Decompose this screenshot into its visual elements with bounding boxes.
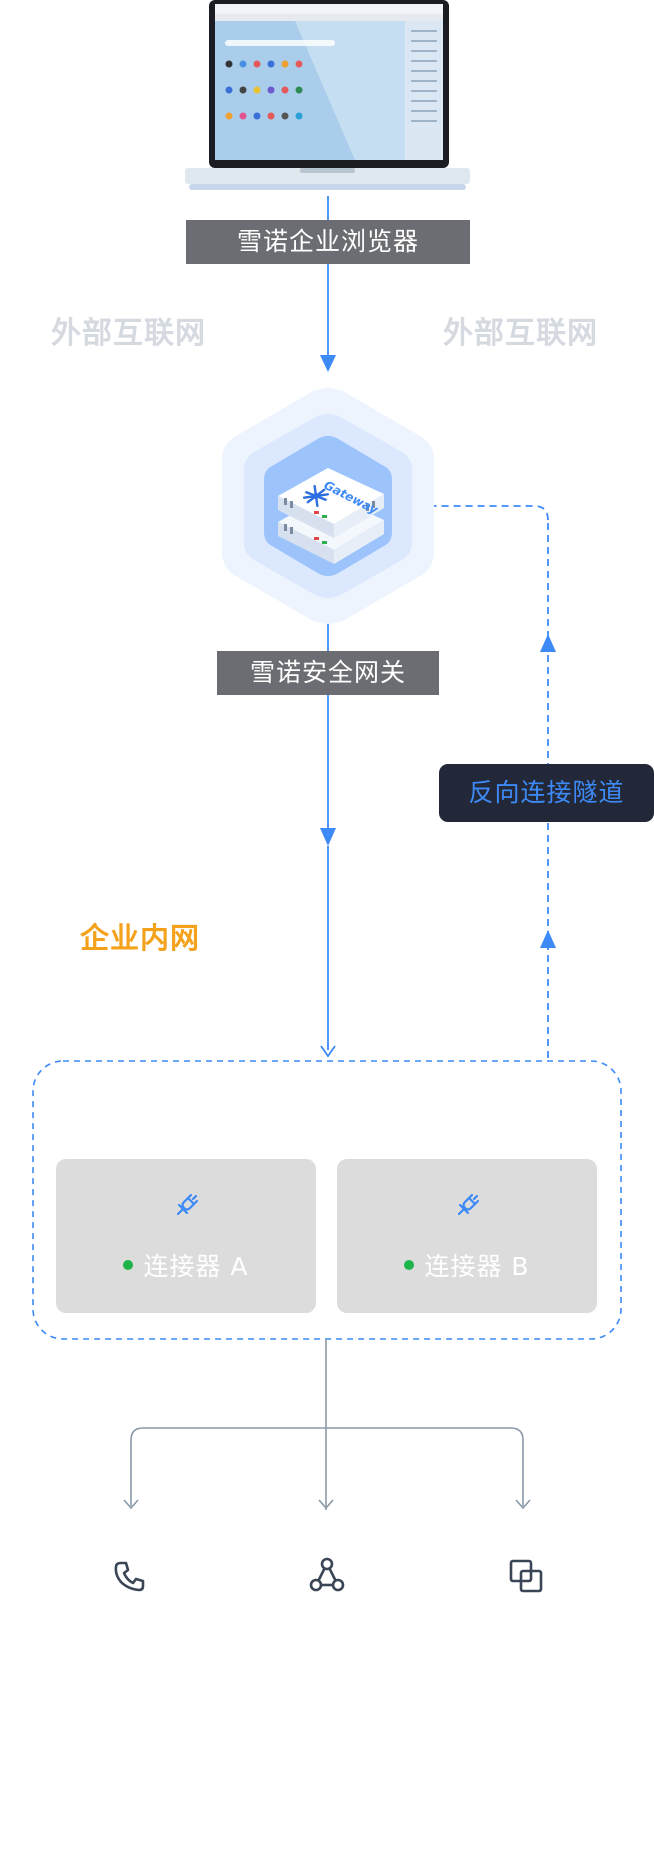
plug-icon: [176, 1193, 199, 1216]
connector-name: 连接器 A: [143, 1252, 249, 1281]
intranet-label: 企业内网: [80, 921, 201, 955]
connector-label: 连接器 A: [56, 1247, 316, 1283]
laptop-image: [185, 0, 470, 196]
internet-label-right: 外部互联网: [443, 316, 598, 351]
gateway-label: 雪诺安全网关: [217, 651, 439, 695]
phone-icon: [114, 1561, 145, 1592]
status-dot: [123, 1260, 134, 1270]
connector-name: 连接器 B: [424, 1252, 530, 1281]
network-nodes-icon: [309, 1557, 345, 1592]
status-dot: [404, 1260, 415, 1270]
internet-label-left: 外部互联网: [51, 316, 206, 351]
connector-card-b: 连接器 B: [337, 1159, 597, 1313]
connector-card-a: 连接器 A: [56, 1159, 316, 1313]
gateway-node: Gateway: [216, 384, 440, 628]
tunnel-label: 反向连接隧道: [439, 764, 654, 822]
plug-icon: [457, 1193, 480, 1216]
browser-label: 雪诺企业浏览器: [186, 220, 470, 264]
connector-label: 连接器 B: [337, 1247, 597, 1283]
overlap-squares-icon: [509, 1559, 543, 1593]
